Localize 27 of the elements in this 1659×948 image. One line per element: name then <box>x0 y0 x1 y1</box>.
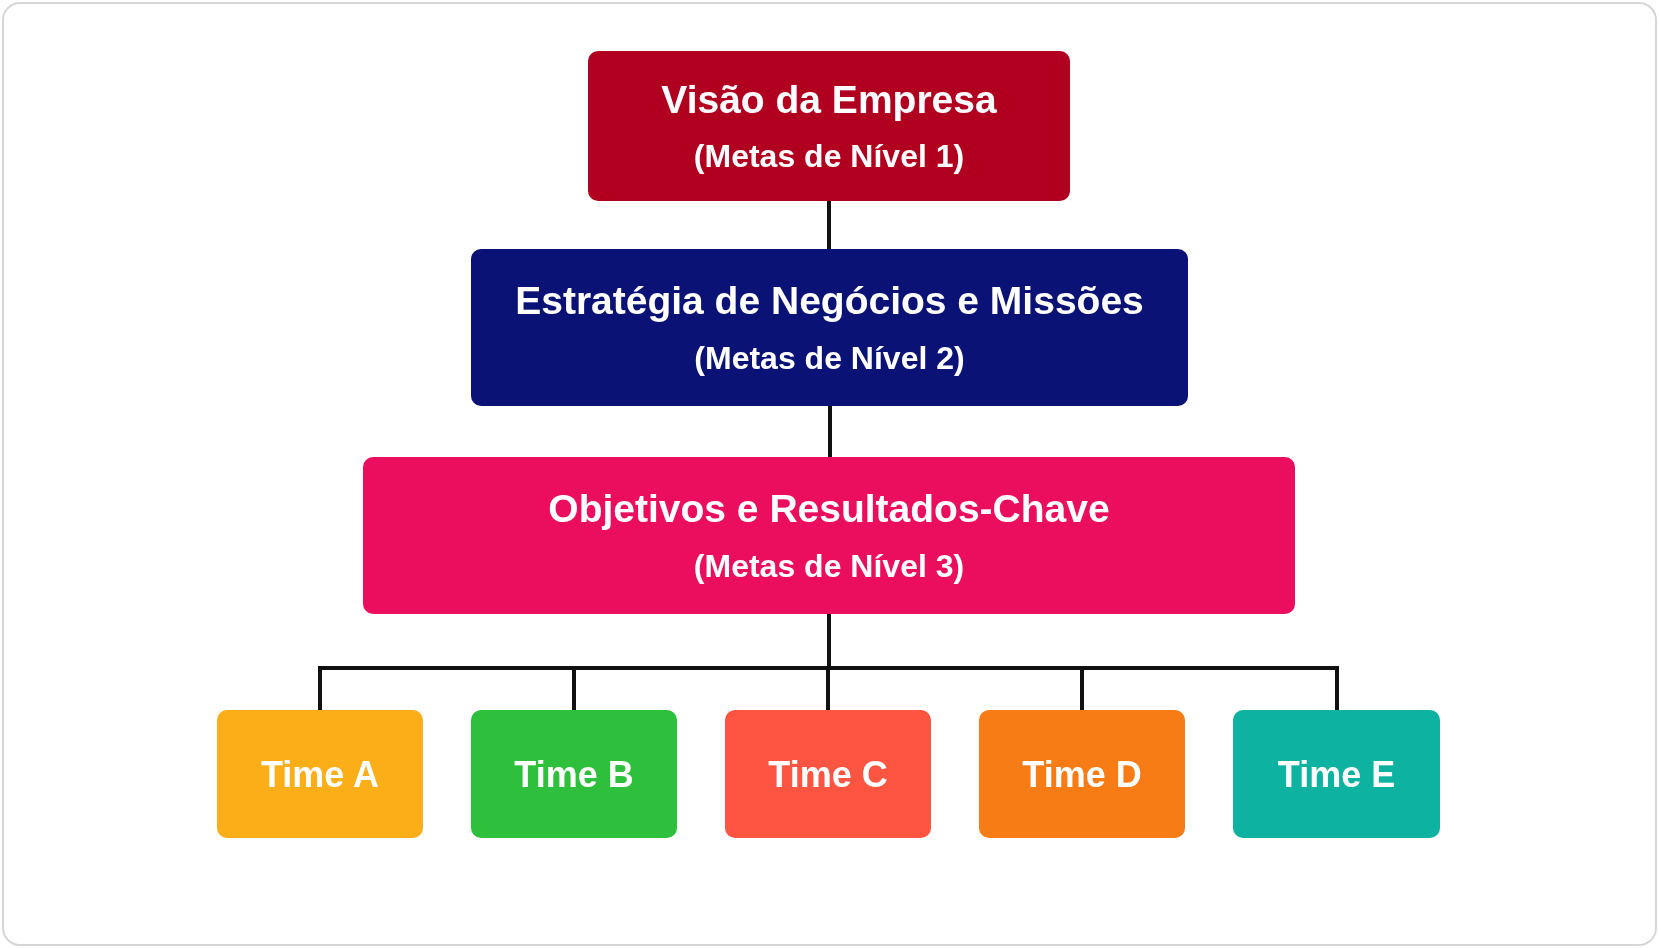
level-heading: Estratégia de Negócios e Missões <box>515 278 1144 325</box>
team-label: Time E <box>1277 752 1396 797</box>
team-box <box>1233 710 1440 838</box>
level-subtitle: (Metas de Nível 3) <box>693 546 965 586</box>
team-box <box>217 710 423 838</box>
team-label: Time D <box>1022 752 1142 797</box>
connector-line <box>1080 668 1084 710</box>
team-label: Time A <box>260 752 379 797</box>
team-box <box>725 710 931 838</box>
level-heading: Objetivos e Resultados-Chave <box>548 486 1110 533</box>
connector-line <box>828 406 832 457</box>
team-label: Time C <box>768 752 888 797</box>
connector-line <box>826 668 830 710</box>
team-box <box>979 710 1185 838</box>
team-label: Time B <box>514 752 634 797</box>
connector-trunk <box>316 612 1341 670</box>
goal-level-box <box>588 51 1070 201</box>
connector-line <box>827 201 831 249</box>
team-box <box>471 710 677 838</box>
connector-line <box>1335 668 1339 710</box>
connector-line <box>572 668 576 710</box>
goal-level-box <box>363 457 1295 614</box>
level-subtitle: (Metas de Nível 2) <box>694 338 965 378</box>
connector-line <box>318 668 322 710</box>
level-subtitle: (Metas de Nível 1) <box>693 137 965 177</box>
level-heading: Visão da Empresa <box>661 76 997 123</box>
goal-level-box <box>471 249 1188 406</box>
